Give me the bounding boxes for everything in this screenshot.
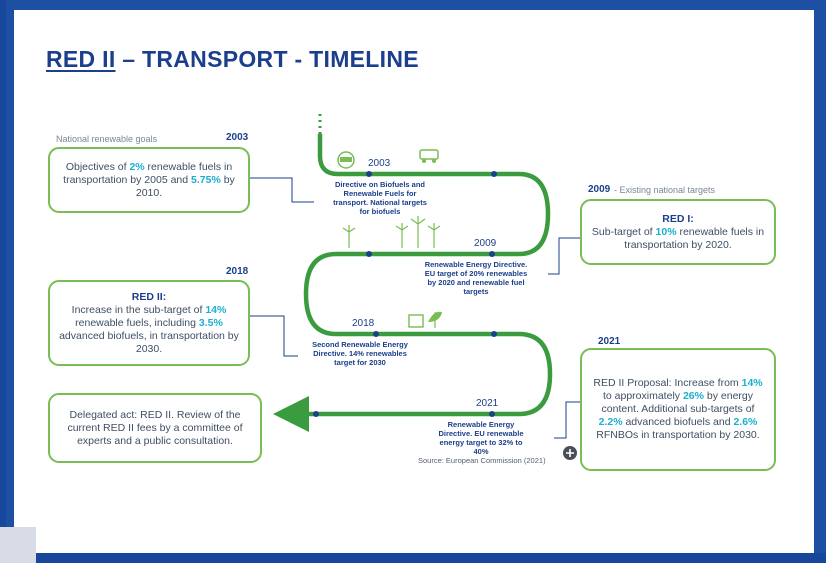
source-note: Source: European Commission (2021) (418, 456, 546, 465)
year-2009-label: 2009 (588, 184, 611, 195)
page-title: RED II – TRANSPORT - TIMELINE (46, 46, 419, 73)
truck-icon (419, 149, 439, 163)
caption-2021: Renewable Energy Directive. EU renewable… (438, 420, 524, 456)
path-year-2018: 2018 (352, 318, 375, 329)
corner-block (0, 527, 36, 563)
red-i-2009-text: RED I:Sub-target of 10% renewable fuels … (591, 212, 765, 251)
objectives-2003-text: Objectives of 2% renewable fuels in tran… (63, 160, 235, 199)
slide: RED II – TRANSPORT - TIMELINE (14, 10, 814, 553)
plus-circle-icon (563, 446, 577, 460)
delegated-act-text: Delegated act: RED II. Review of the cur… (67, 408, 243, 447)
title-red-ii: RED II (46, 46, 116, 72)
milestone-dots (313, 171, 497, 417)
delegated-act-box: Delegated act: RED II. Review of the cur… (48, 393, 262, 463)
objectives-2003-box: Objectives of 2% renewable fuels in tran… (48, 147, 250, 213)
year-2018-label: 2018 (226, 266, 249, 277)
red-ii-2018-text: RED II:Increase in the sub-target of 14%… (59, 290, 239, 355)
connector-lines (250, 177, 580, 439)
red-ii-proposal-text: RED II Proposal: Increase from 14% to ap… (593, 377, 763, 441)
path-year-2003: 2003 (368, 158, 391, 169)
car-icon (337, 151, 355, 169)
wind-turbine-icon (342, 216, 441, 248)
bottom-border (0, 553, 826, 563)
caption-2009: Renewable Energy Directive. EU target of… (424, 260, 528, 296)
existing-targets-label: - Existing national targets (614, 185, 716, 195)
year-2003-label: 2003 (226, 132, 249, 143)
red-ii-2018-box: RED II:Increase in the sub-target of 14%… (48, 280, 250, 366)
timeline-road (250, 114, 580, 460)
title-rest: – TRANSPORT - TIMELINE (115, 46, 419, 72)
road-path (273, 134, 553, 432)
left-border (0, 0, 6, 563)
leaf-icon (408, 311, 442, 328)
national-goals-label: National renewable goals (56, 134, 158, 144)
path-year-2021: 2021 (476, 398, 499, 409)
red-i-2009-box: RED I:Sub-target of 10% renewable fuels … (580, 199, 776, 265)
red-ii-proposal-box: RED II Proposal: Increase from 14% to ap… (580, 348, 776, 471)
year-2021-label: 2021 (598, 336, 621, 347)
caption-2018: Second Renewable Energy Directive. 14% r… (312, 340, 408, 367)
path-year-2009: 2009 (474, 238, 497, 249)
caption-2003: Directive on Biofuels and Renewable Fuel… (333, 180, 427, 216)
